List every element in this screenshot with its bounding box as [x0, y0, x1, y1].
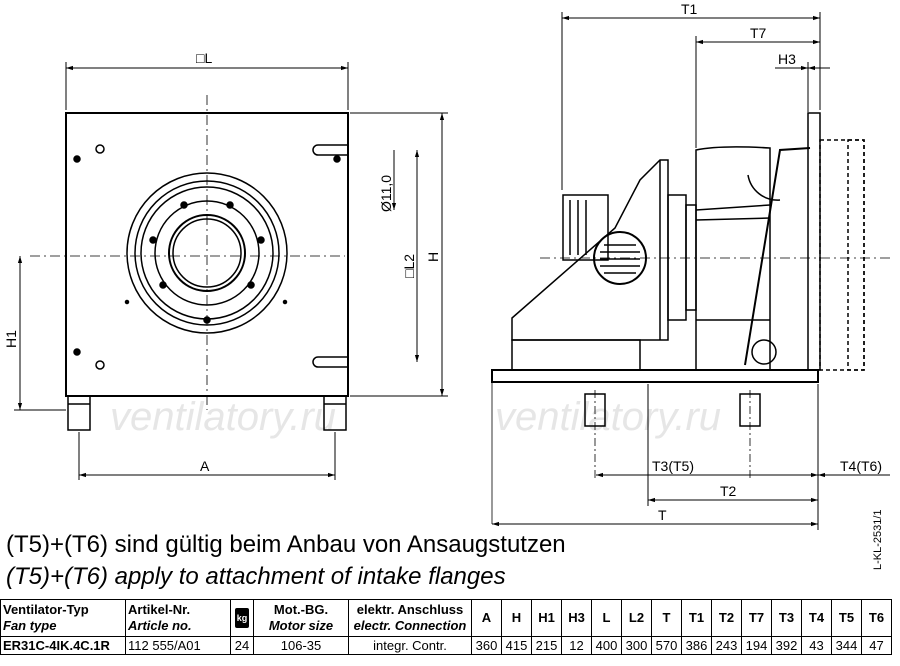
note-german: (T5)+(T6) sind gültig beim Anbau von Ans… [6, 531, 566, 558]
drawing-code: L-KL-2531/1 [872, 509, 884, 570]
cell-dim: 215 [531, 636, 562, 655]
cell-dim: 415 [501, 636, 532, 655]
dim-hole-label: Ø11,0 [378, 175, 394, 212]
header-article: Artikel-Nr. Article no. [125, 599, 231, 637]
front-view-labels: □L A H □L2 H1 Ø11,0 [3, 50, 441, 474]
header-dim: T1 [681, 599, 712, 637]
cell-dim: 386 [681, 636, 712, 655]
header-dim: H3 [561, 599, 592, 637]
spec-table: Ventilator-Typ Fan type Artikel-Nr. Arti… [0, 599, 892, 655]
dim-T4-label: T4(T6) [840, 458, 882, 474]
cell-dim: 344 [831, 636, 862, 655]
cell-dim: 194 [741, 636, 772, 655]
front-view-dimensions [14, 62, 448, 480]
dim-T3-label: T3(T5) [652, 458, 694, 474]
cell-fan-type: ER31C-4IK.4C.1R [0, 636, 126, 655]
header-dim: T4 [801, 599, 832, 637]
note-english: (T5)+(T6) apply to attachment of intake … [6, 563, 506, 590]
dim-A-label: A [200, 458, 210, 474]
cell-dim: 300 [621, 636, 652, 655]
dim-L-label: □L [196, 50, 212, 66]
dim-H3-label: H3 [778, 51, 796, 67]
dim-L2-label: □L2 [401, 254, 417, 278]
cell-weight: 24 [230, 636, 254, 655]
header-dim: A [471, 599, 502, 637]
header-dim: T [651, 599, 682, 637]
dim-T7-label: T7 [750, 25, 767, 41]
side-view [491, 112, 890, 524]
side-view-dimensions [492, 12, 890, 530]
header-dim: H [501, 599, 532, 637]
header-motor: Mot.-BG. Motor size [253, 599, 349, 637]
spec-table-row: ER31C-4IK.4C.1R 112 555/A01 24 106-35 in… [0, 636, 892, 655]
header-dim: T3 [771, 599, 802, 637]
header-weight: kg [230, 599, 254, 637]
weight-icon: kg [234, 608, 250, 628]
cell-dim: 400 [591, 636, 622, 655]
technical-drawing: ventilatory.ru ventilatory.ru [3, 1, 890, 530]
header-dim: T5 [831, 599, 862, 637]
header-dim: T7 [741, 599, 772, 637]
dim-T1-label: T1 [681, 1, 698, 17]
cell-dim: 360 [471, 636, 502, 655]
dim-H-label: H [425, 252, 441, 262]
cell-dim: 243 [711, 636, 742, 655]
header-connection: elektr. Anschluss electr. Connection [348, 599, 472, 637]
cell-dim: 43 [801, 636, 832, 655]
dim-H1-label: H1 [3, 330, 19, 348]
cell-article-no: 112 555/A01 [125, 636, 231, 655]
front-view [30, 95, 349, 431]
watermark-left: ventilatory.ru [110, 395, 336, 439]
cell-dim: 392 [771, 636, 802, 655]
side-view-labels: T1 T7 H3 T3(T5) T4(T6) T2 T [652, 1, 882, 523]
cell-dim: 12 [561, 636, 592, 655]
header-dim: T6 [861, 599, 892, 637]
cell-dim: 47 [861, 636, 892, 655]
dim-T-label: T [658, 507, 667, 523]
header-dim: L2 [621, 599, 652, 637]
spec-table-header: Ventilator-Typ Fan type Artikel-Nr. Arti… [0, 599, 892, 637]
header-dim: H1 [531, 599, 562, 637]
cell-connection: integr. Contr. [348, 636, 472, 655]
watermark-right: ventilatory.ru [495, 395, 721, 439]
cell-dim: 570 [651, 636, 682, 655]
dim-T2-label: T2 [720, 483, 737, 499]
cell-motor-size: 106-35 [253, 636, 349, 655]
header-dim: T2 [711, 599, 742, 637]
header-dim: L [591, 599, 622, 637]
header-fan-type: Ventilator-Typ Fan type [0, 599, 126, 637]
